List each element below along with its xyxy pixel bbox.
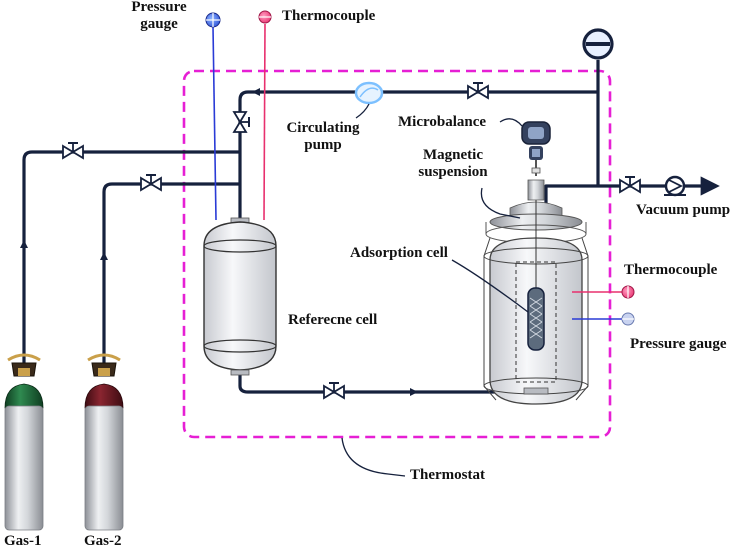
label-thermocouple-right: Thermocouple [624,262,718,278]
label-reference-cell: Referecne cell [288,312,378,328]
label-pressure-gauge-top: Pressure gauge [131,0,187,32]
label-circulating-pump: Circulating pump [286,120,360,153]
label-magnetic-suspension: Magnetic suspension [418,147,488,180]
valve-icon[interactable] [323,382,345,400]
vacuum-pump-icon[interactable] [664,175,686,197]
leader-circulating-pump [355,103,370,119]
label-gas2: Gas-2 [84,533,122,549]
valve-icon[interactable] [619,176,641,194]
thermostat-boundary [182,69,612,439]
label-pressure-gauge-right: Pressure gauge [630,336,727,352]
label-thermocouple-top: Thermocouple [282,8,376,24]
pressure-gauge-wire [212,26,217,221]
reference-cell-icon [203,217,277,376]
thermocouple-right-icon [621,285,635,299]
label-gas1: Gas-1 [4,533,42,549]
label-thermostat: Thermostat [410,467,485,483]
valve-icon[interactable] [62,142,84,160]
valve-icon[interactable] [467,82,489,100]
microbalance-icon [521,121,551,176]
leader-adsorption-cell [451,259,529,313]
circulating-pump-icon[interactable] [354,81,384,105]
adsorption-cell-icon [483,179,589,405]
flow-arrows [20,88,418,396]
gauge-icon [582,28,614,60]
pressure-gauge-right-icon [621,312,635,326]
label-vacuum-pump: Vacuum pump [636,202,731,218]
gas-cylinder-gas2 [84,353,124,531]
leader-microbalance [499,118,523,127]
label-microbalance: Microbalance [398,114,487,130]
pipe-network [22,60,720,394]
gas-cylinder-gas1 [4,353,44,531]
label-adsorption-cell: Adsorption cell [350,245,448,261]
thermocouple-top-icon [258,10,272,24]
valve-icon[interactable] [232,111,250,133]
valve-icon[interactable] [140,174,162,192]
leader-magnetic-suspension [480,187,521,219]
pressure-gauge-top-icon [205,12,221,28]
thermocouple-wire [263,23,266,221]
leader-thermostat [341,437,406,477]
